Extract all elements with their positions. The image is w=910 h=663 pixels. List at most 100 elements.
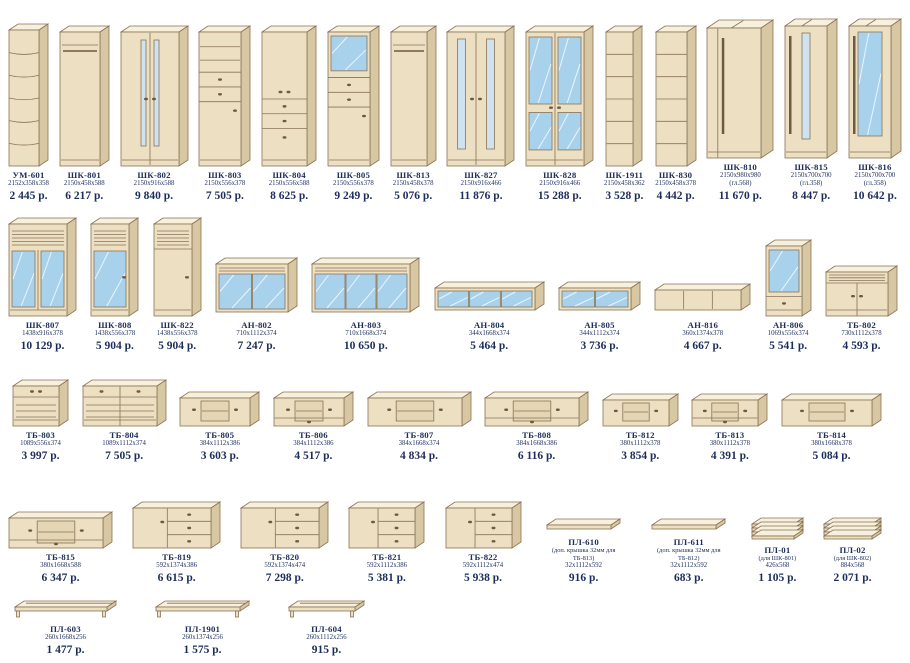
furniture-drawing [484, 391, 590, 427]
furniture-drawing [8, 217, 77, 317]
product-depth-note: (гл.568) [729, 180, 752, 188]
product-label: ПЛ-611(доп. крышка 32мм для ТБ-812)32x11… [646, 537, 732, 586]
furniture-drawing [601, 393, 679, 427]
product-price: 5 541 р. [769, 340, 808, 353]
product-code: ТБ-812 [625, 430, 655, 441]
product-dimensions: 384x1668x374 [398, 440, 440, 448]
product-dimensions: 380x1668x378 [811, 440, 852, 448]
product-dimensions: 1438x556x378 [94, 330, 136, 338]
product-price: 4 667 р. [683, 340, 722, 353]
furniture-drawing [81, 379, 167, 427]
product-code: ШК-816 [858, 162, 892, 173]
product-dimensions: 1438x916x378 [22, 330, 63, 338]
product-dimensions: 380x1112x378 [620, 440, 661, 448]
product-price: 1 477 р. [46, 644, 85, 657]
product-price: 10 129 р. [20, 340, 65, 353]
product-price: 8 447 р. [792, 190, 831, 203]
product-dimensions: 384x1668x386 [516, 440, 558, 448]
product-code: АН-803 [350, 320, 382, 331]
product-code: ТБ-814 [816, 430, 846, 441]
product-code: ШК-810 [723, 162, 758, 173]
product-price: 15 288 р. [537, 190, 582, 203]
furniture-drawing [433, 281, 545, 311]
furniture-drawing [824, 265, 898, 317]
furniture-drawing [781, 393, 882, 427]
product-note: (для ШК-801) [758, 554, 797, 562]
product-dimensions: 2150x458x378 [655, 180, 696, 188]
product-price: 4 391 р. [710, 450, 749, 463]
furniture-drawing [654, 25, 697, 167]
furniture-drawing [525, 25, 595, 167]
product-price: 5 076 р. [394, 190, 433, 203]
furniture-drawing [326, 25, 380, 167]
product-dimensions: 592x1374x474 [264, 562, 306, 570]
product-dimensions: 384x1112x386 [199, 440, 240, 448]
furniture-drawing [446, 25, 516, 167]
product-code: ТБ-802 [846, 320, 876, 331]
product-price: 5 381 р. [367, 572, 406, 585]
product-code: ПЛ-02 [839, 544, 866, 555]
product-dimensions: 1069x556x374 [767, 330, 809, 338]
product-price: 9 249 р. [334, 190, 373, 203]
product-price: 3 736 р. [580, 340, 619, 353]
product-dimensions: 592x1374x386 [156, 562, 198, 570]
product-price: 7 505 р. [205, 190, 244, 203]
product-code: ПЛ-1901 [184, 624, 221, 635]
product-code: ТБ-805 [205, 430, 235, 441]
product-price: 1 575 р. [183, 644, 222, 657]
product-code: ТБ-815 [45, 552, 75, 563]
product-dimensions: 426x568 [765, 562, 790, 570]
product-price: 8 625 р. [270, 190, 309, 203]
product-price: 11 876 р. [459, 190, 503, 203]
product-code: ШК-807 [25, 320, 60, 331]
furniture-drawing [12, 379, 69, 427]
product-price: 2 071 р. [833, 572, 872, 585]
product-code: ТБ-813 [715, 430, 745, 441]
product-code: ШК-803 [208, 170, 242, 181]
furniture-drawing [605, 25, 644, 167]
product-code: ТБ-821 [372, 552, 402, 563]
furniture-drawing [155, 600, 250, 619]
furniture-drawing [90, 217, 140, 317]
product-dimensions: 730x1112x378 [841, 330, 882, 338]
product-price: 915 р. [311, 644, 342, 657]
product-dimensions: 360x1374x378 [682, 330, 724, 338]
furniture-drawing [764, 239, 812, 317]
product-price: 5 904 р. [158, 340, 197, 353]
